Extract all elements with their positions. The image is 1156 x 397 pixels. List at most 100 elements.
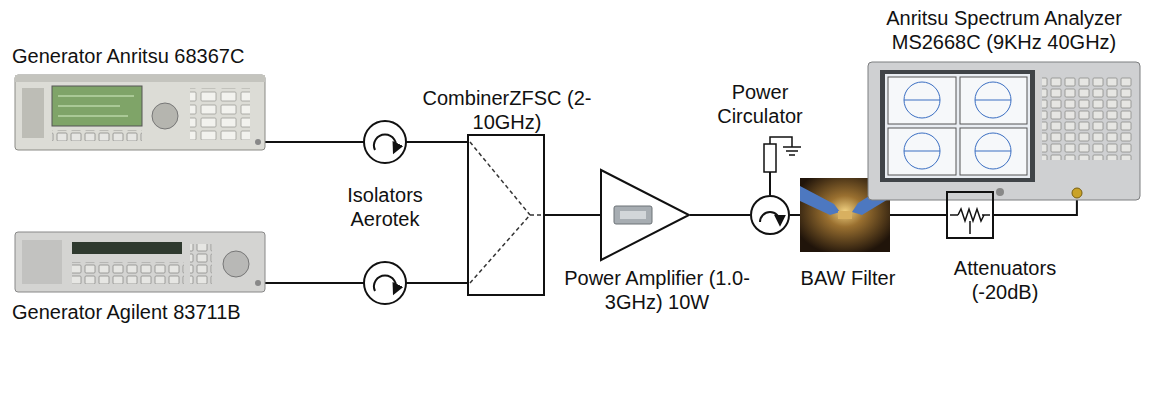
label-slot: Power Amplifier (1.0-3GHz) 10W <box>557 266 757 314</box>
isolator-symbol <box>364 262 406 304</box>
generator-picture <box>152 103 178 129</box>
spectrum-analyzer-picture <box>904 100 940 101</box>
generator-picture <box>255 280 261 286</box>
generator-picture <box>22 240 62 284</box>
spectrum-analyzer-picture <box>904 133 940 169</box>
node-label: BAW Filter <box>783 266 913 290</box>
spectrum-analyzer: Anritsu Spectrum Analyzer MS2668C (9KHz … <box>868 62 1140 200</box>
signal-generator: Generator Agilent 83711B <box>15 232 265 292</box>
spectrum-analyzer-picture <box>880 70 1035 182</box>
attenuator-symbol <box>950 209 990 234</box>
baw-filter-picture <box>800 186 840 215</box>
spectrum-analyzer-picture <box>904 151 940 152</box>
termination-resistor <box>764 137 801 195</box>
spectrum-analyzer-picture <box>868 62 1140 200</box>
generator-picture <box>15 232 265 292</box>
power-amplifier-triangle-outline <box>614 206 652 224</box>
rf-cable <box>790 214 800 216</box>
power-circulator-circle-outline <box>760 212 780 222</box>
spectrum-analyzer-picture <box>960 77 1027 124</box>
attenuator-symbol <box>958 209 984 221</box>
power-amplifier-triangle-outline <box>601 170 689 260</box>
generator-picture <box>58 105 120 107</box>
spectrum-analyzer-picture <box>1072 188 1082 198</box>
generator-picture <box>255 139 261 145</box>
label-slot: Power Circulator <box>705 80 815 128</box>
spectrum-analyzer-picture <box>975 151 1011 152</box>
termination-resistor <box>769 172 771 195</box>
rf-cable <box>890 214 946 216</box>
node-label: CombinerZFSC (2-10GHz) <box>422 86 592 134</box>
generator-picture <box>15 232 265 292</box>
label-slot: Attenuators (-20dB) <box>940 256 1070 304</box>
signal-generator: Generator Anritsu 68367C <box>15 75 265 150</box>
isolator-symbol <box>364 121 406 163</box>
isolator-symbol <box>374 134 396 150</box>
combiner-paths <box>470 142 543 283</box>
spectrum-analyzer-picture <box>888 128 956 175</box>
node-label: Anritsu Spectrum Analyzer MS2668C (9KHz … <box>859 6 1149 54</box>
termination-resistor <box>764 144 776 172</box>
attenuator-box: Attenuators (-20dB) <box>946 191 994 239</box>
baw-filter-photo: BAW Filter <box>800 178 890 252</box>
generator-picture <box>52 86 142 126</box>
spectrum-analyzer-picture <box>1042 76 1132 160</box>
termination-resistor <box>786 150 798 152</box>
power-circulator-circle-outline <box>751 196 789 234</box>
spectrum-analyzer-picture <box>975 100 1011 101</box>
rf-cable <box>994 200 1077 215</box>
node-label: Generator Anritsu 68367C <box>12 44 332 68</box>
label-slot: Isolators Aerotek <box>335 183 435 231</box>
label-slot: CombinerZFSC (2-10GHz) <box>422 86 592 134</box>
label-slot: Generator Anritsu 68367C <box>12 44 332 68</box>
node-label: Attenuators (-20dB) <box>940 256 1070 304</box>
generator-picture <box>223 251 249 277</box>
rf-cable <box>545 214 600 216</box>
generator-picture <box>15 75 265 150</box>
generator-picture <box>22 88 44 138</box>
label-slot: Anritsu Spectrum Analyzer MS2668C (9KHz … <box>859 6 1149 54</box>
spectrum-analyzer-picture <box>868 62 1140 200</box>
node-label: Power Circulator <box>705 80 815 128</box>
combiner-paths <box>470 215 530 283</box>
generator-picture <box>58 115 128 117</box>
generator-picture <box>190 244 212 284</box>
power-circulator-circle: Power Circulator <box>750 195 790 235</box>
power-combiner-box: CombinerZFSC (2-10GHz) <box>467 134 545 296</box>
label-slot: Generator Agilent 83711B <box>12 300 332 324</box>
generator-picture <box>72 242 182 254</box>
generator-picture <box>58 95 134 97</box>
power-amplifier-triangle-outline <box>600 169 690 261</box>
isolator-label: Isolators Aerotek <box>335 183 435 231</box>
combiner-paths <box>470 142 530 215</box>
termination-resistor <box>789 154 795 156</box>
combiner-paths <box>530 214 543 216</box>
termination-resistor <box>770 137 792 147</box>
attenuator-symbol <box>950 214 958 216</box>
generator-picture <box>15 75 265 82</box>
attenuator-symbol <box>982 214 990 216</box>
generator-picture <box>72 262 184 284</box>
spectrum-analyzer-picture <box>888 77 956 124</box>
generator-picture <box>190 88 250 140</box>
node-label: Power Amplifier (1.0-3GHz) 10W <box>557 266 757 314</box>
baw-filter-picture <box>838 211 852 219</box>
power-circulator-circle-outline <box>750 195 790 235</box>
spectrum-analyzer-picture <box>975 82 1011 118</box>
termination-resistor <box>783 146 801 148</box>
power-amplifier-triangle-outline <box>620 211 646 219</box>
spectrum-analyzer-picture <box>960 128 1027 175</box>
attenuator-symbol <box>969 221 971 234</box>
isolator-symbol <box>374 275 396 291</box>
power-amplifier-triangle: Power Amplifier (1.0-3GHz) 10W <box>600 169 690 261</box>
spectrum-analyzer-picture <box>975 133 1011 169</box>
spectrum-analyzer-picture <box>996 188 1004 196</box>
generator-picture <box>52 130 142 141</box>
label-slot: BAW Filter <box>783 266 913 290</box>
spectrum-analyzer-picture <box>885 74 1030 178</box>
spectrum-analyzer-picture <box>904 82 940 118</box>
rf-cable <box>690 214 750 216</box>
generator-picture <box>15 75 265 150</box>
